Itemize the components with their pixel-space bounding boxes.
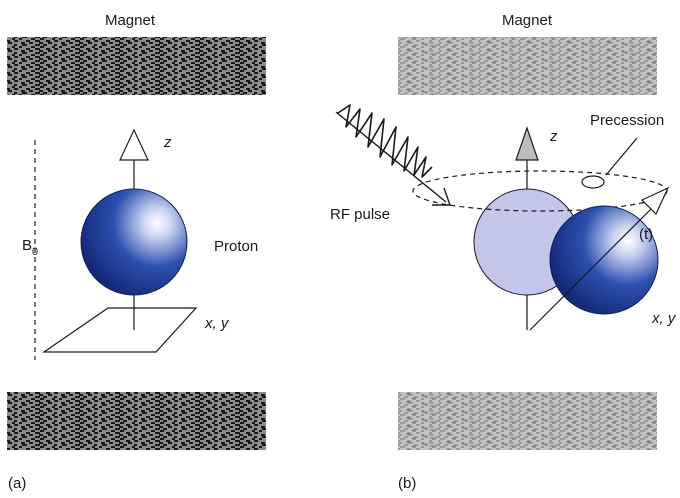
rf-pulse-wave xyxy=(335,104,451,206)
tilted-arrowhead xyxy=(640,186,670,216)
right-z-arrowhead xyxy=(515,126,539,161)
right-magnet-bottom xyxy=(398,392,657,450)
left-magnet-label: Magnet xyxy=(105,12,156,29)
left-panel: Magnet B0 x, y z Proton (a) xyxy=(7,12,266,492)
b0-label: B0 xyxy=(22,237,38,258)
precession-label: Precession xyxy=(590,112,664,129)
left-z-label: z xyxy=(163,134,172,151)
right-plane-label: x, y xyxy=(651,310,677,327)
rf-pulse-label: RF pulse xyxy=(330,206,390,223)
rf-pulse-arrowhead xyxy=(432,187,451,206)
precession-marker xyxy=(581,175,605,189)
rf-pulse-arrow-line xyxy=(335,111,447,203)
precession-pointer xyxy=(605,137,638,176)
left-xy-plane xyxy=(42,307,198,353)
rf-pulse-zigzag xyxy=(337,104,433,178)
right-magnet-top xyxy=(398,37,657,95)
right-panel: Magnet z (t) x, y Precession RF pulse (b xyxy=(330,12,677,492)
right-proton-sphere xyxy=(549,205,659,315)
right-magnet-label: Magnet xyxy=(502,12,553,29)
tilted-axis-line xyxy=(529,207,653,331)
left-proton-sphere xyxy=(80,188,188,296)
time-label: (t) xyxy=(639,226,653,243)
panel-b-label: (b) xyxy=(398,475,416,492)
proton-label: Proton xyxy=(214,238,258,255)
right-z-label: z xyxy=(549,128,558,145)
left-magnet-bottom xyxy=(7,392,266,450)
left-z-arrowhead xyxy=(119,128,149,161)
left-magnet-top xyxy=(7,37,266,95)
left-plane-label: x, y xyxy=(204,315,230,332)
panel-a-label: (a) xyxy=(8,475,26,492)
